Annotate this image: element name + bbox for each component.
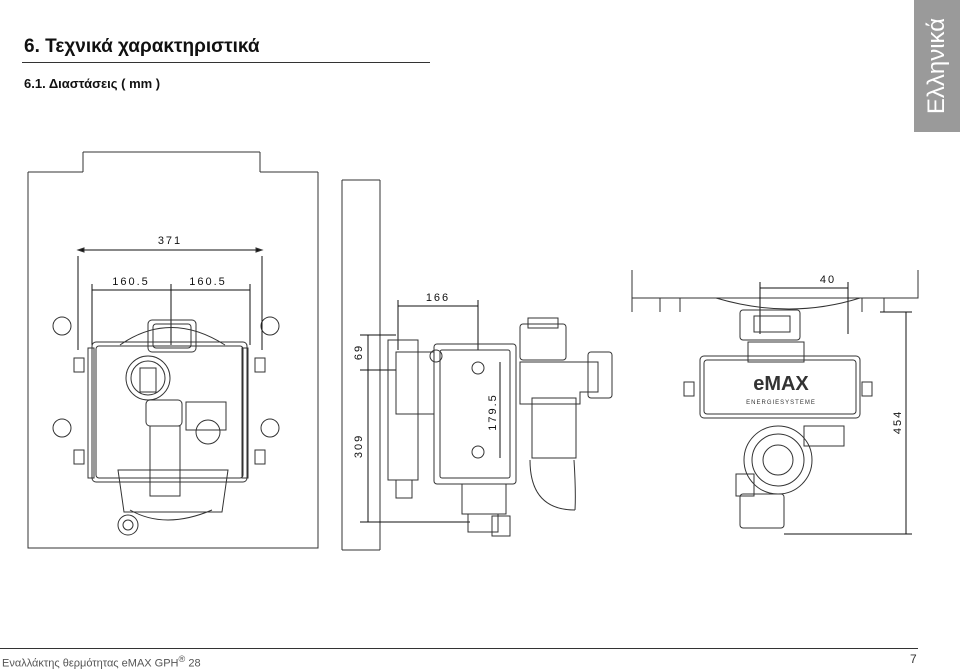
page-title: 6. Τεχνικά χαρακτηριστικά (24, 36, 260, 57)
side-view (341, 179, 613, 551)
footer-product-text: Εναλλάκτης θερμότητας eMAX GPH (2, 657, 179, 670)
language-tab-label: Ελληνικά (923, 17, 950, 115)
dim-total-height: 454 (892, 410, 904, 434)
logo-brand: eMAX (753, 373, 809, 395)
title-underline (22, 62, 430, 63)
dim-top-offset: 40 (820, 274, 836, 286)
footer-rule (0, 648, 918, 649)
dim-half-right: 160.5 (189, 276, 227, 288)
dim-half-left: 160.5 (112, 276, 150, 288)
logo-tagline: ENERGIESYSTEME (746, 400, 816, 406)
page-number: 7 (910, 652, 917, 666)
section-subtitle: 6.1. Διαστάσεις ( mm ) (24, 76, 161, 91)
technical-drawing: 371 160.5 160.5 166 40 69 309 179.5 454 … (27, 151, 919, 551)
footer-registered-mark: ® (178, 654, 186, 664)
dim-mid-height: 179.5 (487, 393, 499, 431)
dim-overall-width: 371 (158, 235, 182, 247)
footer-product-label: Εναλλάκτης θερμότητας eMAX GPH® 28 (2, 654, 201, 670)
dim-upper-height: 69 (353, 344, 365, 360)
front-view (27, 151, 319, 549)
top-view (631, 270, 919, 535)
footer-model-suffix: 28 (185, 657, 201, 670)
language-tab: Ελληνικά (914, 0, 960, 132)
dim-lower-height: 309 (353, 434, 365, 458)
emax-logo: eMAX ENERGIESYSTEME (746, 373, 816, 406)
dim-depth: 166 (426, 292, 450, 304)
